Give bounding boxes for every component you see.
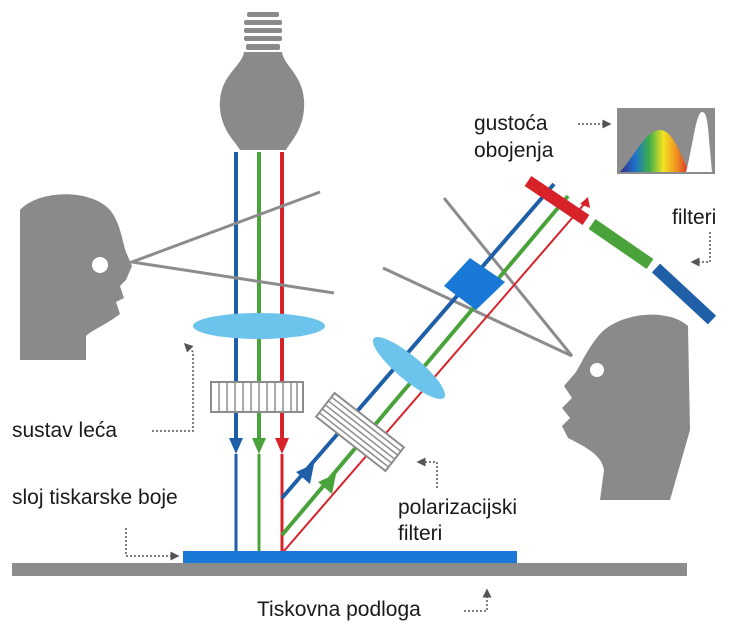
left-viewing-cone: [126, 190, 335, 295]
vertical-lens-grating: [210, 381, 304, 413]
polarization-filters-label-line1: polarizacijski: [398, 496, 518, 519]
polarization-filters-label-line2: filteri: [398, 522, 443, 545]
right-viewing-cone-lower: [382, 266, 573, 358]
diagonal-lens: [372, 337, 446, 399]
ink-layer-label: sloj tiskarske boje: [12, 486, 178, 509]
light-bulb-icon: [219, 12, 305, 150]
printing-substrate-bar: [12, 563, 687, 576]
dye-density-spectrum-icon: [617, 108, 715, 174]
dye-density-label-line2: obojenja: [474, 139, 554, 162]
vertical-lens: [193, 313, 325, 339]
incident-blue-arrowhead: [229, 438, 243, 454]
filter-green: [588, 219, 654, 269]
lens-system-label: sustav leća: [12, 419, 118, 442]
reflected-red-arrowhead: [580, 197, 590, 208]
left-observer-eye: [92, 257, 108, 273]
ink-layer-bar: [183, 551, 517, 563]
polarization-filter-icon: [314, 391, 406, 473]
incident-green-arrowhead: [252, 438, 266, 454]
reflected-blue-arrowhead: [296, 464, 314, 484]
filter-blue: [651, 263, 717, 325]
printing-substrate-label: Tiskovna podloga: [257, 598, 421, 621]
reflected-blue-beam: [280, 182, 556, 500]
filters-label: filteri: [672, 206, 717, 229]
leader-polarization: [416, 457, 438, 488]
incident-red-arrowhead: [275, 438, 289, 454]
right-observer-eye: [590, 363, 604, 377]
sensor-block: [444, 258, 505, 310]
filter-red: [524, 176, 590, 225]
leader-filters: [690, 232, 711, 267]
leader-ink-layer: [125, 528, 180, 561]
dye-density-label-line1: gustoća: [474, 112, 548, 135]
leader-substrate: [464, 588, 492, 612]
right-viewing-cone: [442, 197, 574, 357]
right-observer-head-icon: [562, 314, 690, 500]
leader-lens-system: [152, 342, 194, 432]
reflected-green-arrowhead: [318, 474, 336, 494]
left-observer-head-icon: [20, 194, 132, 360]
reflected-red-beam: [283, 201, 587, 552]
